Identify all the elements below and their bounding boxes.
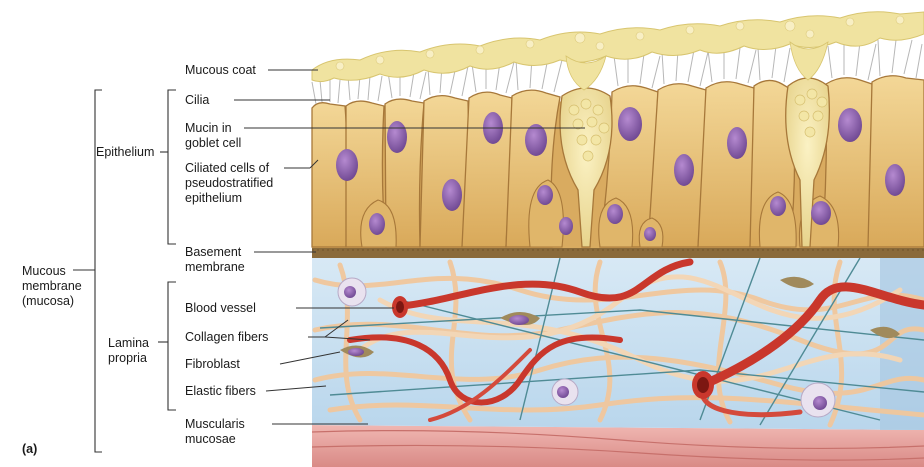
- goblet-cells: [559, 77, 831, 248]
- mucosa-bracket: [94, 89, 102, 453]
- basement-membrane-layer: [312, 247, 924, 258]
- mucous-coat: [311, 11, 924, 91]
- panel-letter: (a): [22, 442, 38, 456]
- collagen-fibers-label: Collagen fibers: [185, 330, 269, 344]
- fibroblast-label: Fibroblast: [185, 357, 240, 371]
- mucosa-label: Mucous membrane (mucosa): [22, 264, 82, 308]
- epithelium-bracket: [167, 89, 176, 245]
- blood-vessel-label: Blood vessel: [185, 301, 256, 315]
- cilia: [311, 39, 923, 105]
- ciliated-cells: [311, 75, 924, 248]
- elastic-fibers-label: Elastic fibers: [185, 384, 256, 398]
- cilia-label: Cilia: [185, 93, 210, 107]
- blood-vessels: [347, 258, 924, 422]
- lamina-propria-label: Lamina propria: [108, 336, 149, 365]
- fibroblasts: [337, 276, 900, 418]
- muscularis-layer: [311, 425, 924, 467]
- epithelium-label: Epithelium: [96, 145, 155, 159]
- mucous-coat-label: Mucous coat: [185, 63, 256, 77]
- lamina-propria-bracket: [167, 281, 176, 411]
- ciliated-cells-label: Ciliated cells of pseudostratified epith…: [185, 161, 274, 205]
- nuclei: [336, 107, 905, 241]
- vessel-openings: [392, 296, 714, 399]
- mucin-label: Mucin in goblet cell: [185, 121, 242, 150]
- brackets: [73, 89, 176, 453]
- basement-membrane-label: Basement membrane: [185, 245, 245, 274]
- muscularis-mucosae-label: Muscularis mucosae: [185, 417, 245, 446]
- leader-lines: [234, 69, 585, 425]
